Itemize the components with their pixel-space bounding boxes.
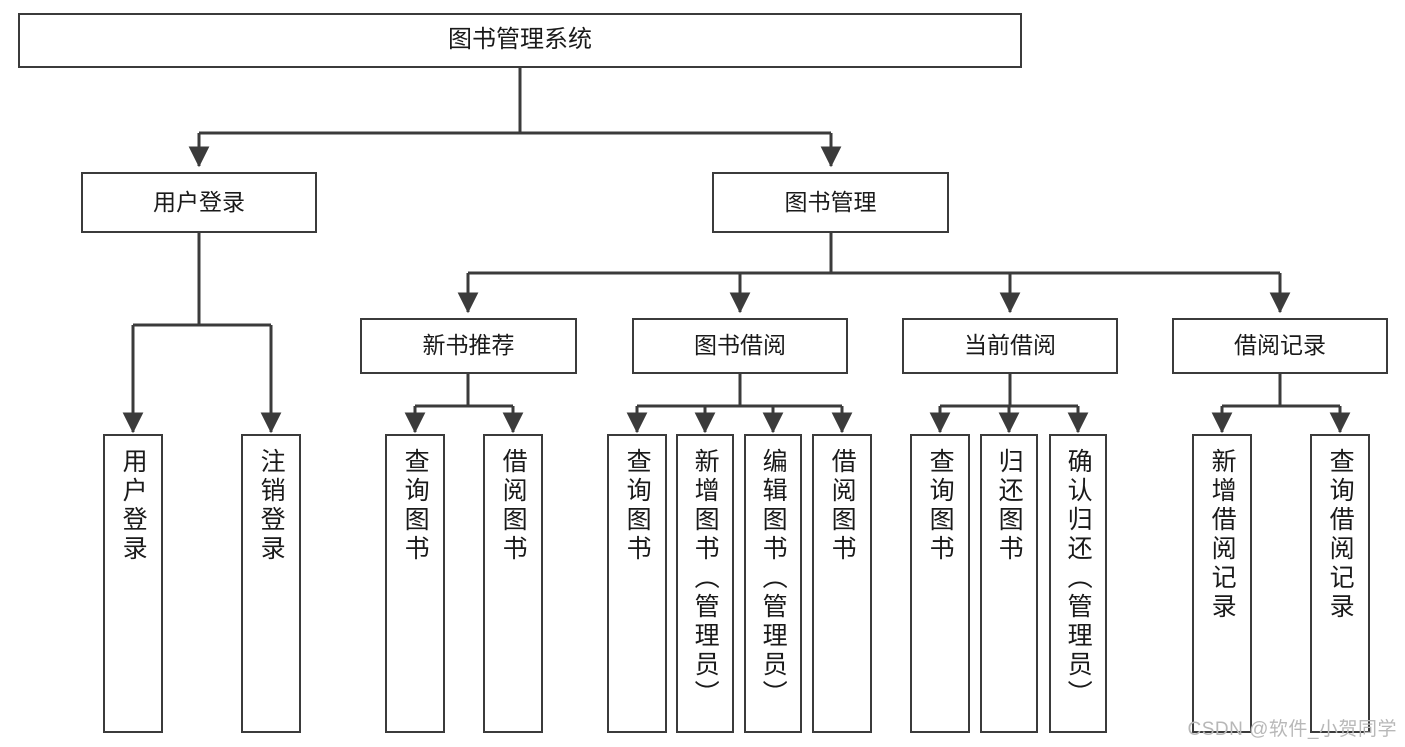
leaf-node[interactable]: 归还图书 bbox=[980, 434, 1038, 733]
leaf-label: 查询图书 bbox=[623, 448, 652, 564]
node-book-borrow[interactable]: 图书借阅 bbox=[632, 318, 848, 374]
leaf-label: 查询图书 bbox=[926, 448, 955, 564]
node-current-borrow[interactable]: 当前借阅 bbox=[902, 318, 1118, 374]
leaf-node[interactable]: 借阅图书 bbox=[812, 434, 872, 733]
leaf-label: 新增借阅记录 bbox=[1208, 448, 1237, 622]
node-book-borrow-label: 图书借阅 bbox=[694, 332, 786, 359]
node-root-label: 图书管理系统 bbox=[448, 26, 592, 54]
leaf-node[interactable]: 注销登录 bbox=[241, 434, 301, 733]
node-borrow-record[interactable]: 借阅记录 bbox=[1172, 318, 1388, 374]
leaf-node[interactable]: 借阅图书 bbox=[483, 434, 543, 733]
leaf-label: 借阅图书 bbox=[499, 448, 528, 564]
leaf-label: 借阅图书 bbox=[828, 448, 857, 564]
leaf-label: 新增图书（管理员） bbox=[691, 448, 720, 709]
leaf-node[interactable]: 确认归还（管理员） bbox=[1049, 434, 1107, 733]
leaf-label: 查询借阅记录 bbox=[1326, 448, 1355, 622]
leaf-node[interactable]: 编辑图书（管理员） bbox=[744, 434, 802, 733]
leaf-node[interactable]: 查询图书 bbox=[910, 434, 970, 733]
node-current-borrow-label: 当前借阅 bbox=[964, 332, 1056, 359]
leaf-node[interactable]: 新增借阅记录 bbox=[1192, 434, 1252, 733]
leaf-node[interactable]: 查询图书 bbox=[385, 434, 445, 733]
leaf-label: 编辑图书（管理员） bbox=[759, 448, 788, 709]
leaf-node[interactable]: 查询借阅记录 bbox=[1310, 434, 1370, 733]
leaf-label: 归还图书 bbox=[995, 448, 1024, 564]
node-user-login-label: 用户登录 bbox=[153, 188, 245, 215]
leaf-node[interactable]: 查询图书 bbox=[607, 434, 667, 733]
node-book-management-label: 图书管理 bbox=[784, 188, 877, 215]
leaf-label: 确认归还（管理员） bbox=[1064, 448, 1093, 709]
leaf-label: 注销登录 bbox=[257, 448, 286, 564]
leaf-label: 查询图书 bbox=[401, 448, 430, 564]
node-user-login[interactable]: 用户登录 bbox=[81, 172, 317, 233]
node-root[interactable]: 图书管理系统 bbox=[18, 13, 1022, 68]
node-new-book-recommend-label: 新书推荐 bbox=[422, 332, 515, 359]
leaf-node[interactable]: 新增图书（管理员） bbox=[676, 434, 734, 733]
node-book-management[interactable]: 图书管理 bbox=[712, 172, 949, 233]
leaf-label: 用户登录 bbox=[119, 448, 148, 564]
node-new-book-recommend[interactable]: 新书推荐 bbox=[360, 318, 577, 374]
leaf-node[interactable]: 用户登录 bbox=[103, 434, 163, 733]
node-borrow-record-label: 借阅记录 bbox=[1234, 332, 1326, 359]
